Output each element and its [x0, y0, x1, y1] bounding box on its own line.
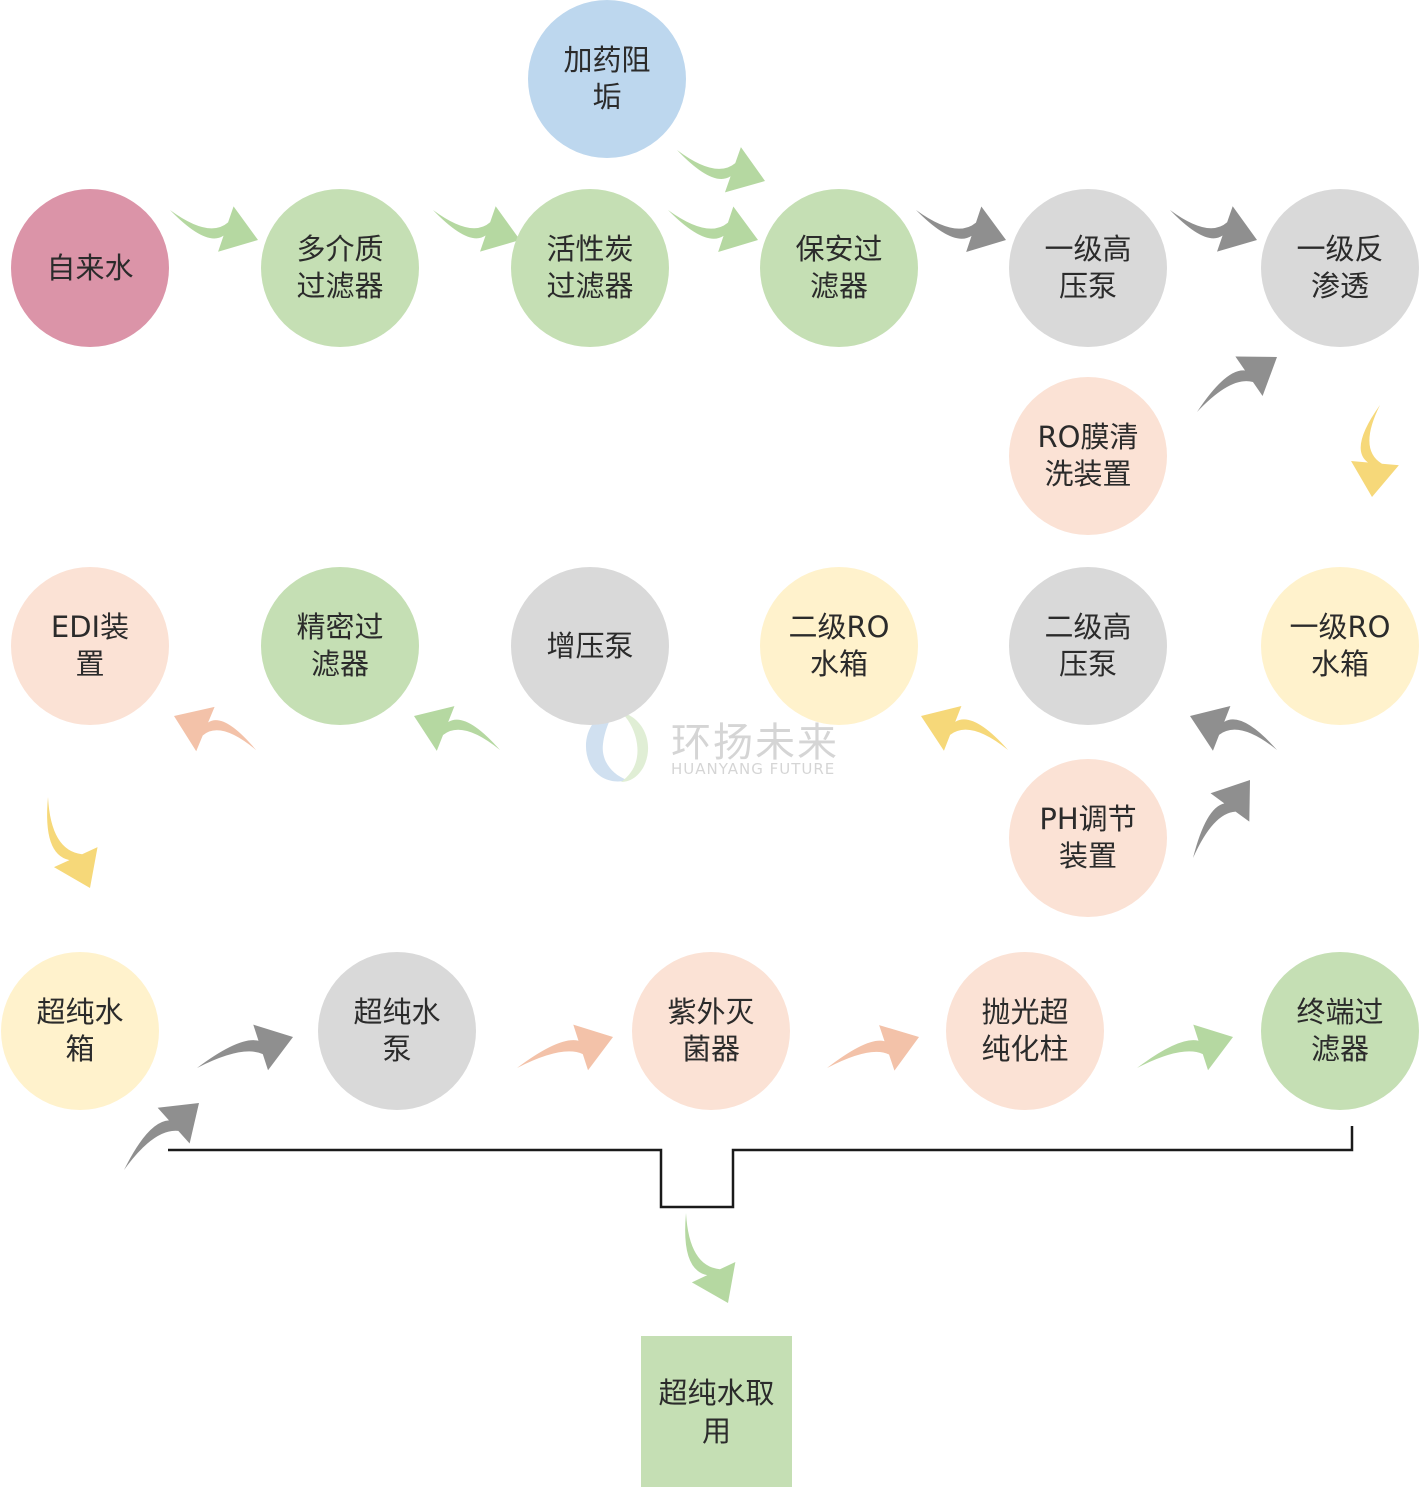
flow-arrow [921, 706, 1008, 751]
huanyang-logo-icon [585, 710, 649, 782]
node-label: 活性炭过滤器 [546, 232, 634, 303]
node-carbon-filter: 活性炭过滤器 [511, 189, 669, 347]
flow-arrow [668, 206, 758, 253]
flow-arrow [1193, 780, 1250, 858]
flow-arrow [685, 1213, 736, 1303]
node-stage1-ro-tank: 一级RO水箱 [1261, 567, 1419, 725]
node-stage1-hp-pump: 一级高压泵 [1009, 189, 1167, 347]
node-precision-filter: 精密过滤器 [261, 567, 419, 725]
node-booster-pump: 增压泵 [511, 567, 669, 725]
node-label: 一级高压泵 [1044, 232, 1132, 303]
output-box: 超纯水取用 [641, 1336, 792, 1487]
flow-arrow [1197, 356, 1277, 412]
flow-arrow [916, 206, 1006, 253]
node-label: RO膜清洗装置 [1037, 420, 1139, 491]
node-security-filter: 保安过滤器 [760, 189, 918, 347]
node-upw-pump: 超纯水泵 [318, 952, 476, 1110]
node-uv-sterilizer: 紫外灭菌器 [632, 952, 790, 1110]
flow-arrow [1190, 706, 1277, 751]
node-ro-cleaning: RO膜清洗装置 [1009, 377, 1167, 535]
flow-arrow [1351, 405, 1399, 497]
flow-arrow [1170, 206, 1257, 252]
node-label: 超纯水箱 [36, 995, 124, 1066]
flow-arrow [1137, 1024, 1233, 1071]
node-stage1-ro: 一级反渗透 [1261, 189, 1419, 347]
node-label: 精密过滤器 [296, 610, 384, 681]
node-upw-tank: 超纯水箱 [1, 952, 159, 1110]
node-label: 保安过滤器 [795, 232, 883, 303]
flow-arrow [517, 1024, 613, 1071]
node-multimedia-filter: 多介质过滤器 [261, 189, 419, 347]
node-label: 抛光超纯化柱 [981, 995, 1069, 1066]
flow-arrow [677, 147, 765, 193]
flow-arrow [174, 706, 256, 752]
node-label: 二级RO水箱 [788, 610, 890, 681]
node-label: 紫外灭菌器 [667, 995, 755, 1066]
node-label: 超纯水泵 [353, 995, 441, 1066]
node-label: 加药阻垢 [563, 43, 651, 114]
node-stage2-ro-tank: 二级RO水箱 [760, 567, 918, 725]
node-label: 自来水 [46, 250, 134, 285]
watermark-en: HUANYANG FUTURE [671, 760, 836, 778]
flow-arrow [197, 1024, 293, 1071]
watermark: 环扬未来 HUANYANG FUTURE [575, 704, 865, 786]
node-label: PH调节装置 [1039, 802, 1137, 873]
flow-arrow [827, 1025, 919, 1071]
watermark-cn: 环扬未来 [671, 720, 839, 766]
node-label: 一级RO水箱 [1289, 610, 1391, 681]
return-pipe-line [168, 1126, 1354, 1209]
node-tap-water: 自来水 [11, 189, 169, 347]
output-label: 超纯水取用 [658, 1375, 775, 1448]
node-ph-adjust: PH调节装置 [1009, 759, 1167, 917]
flow-arrow [414, 706, 500, 751]
node-edi-unit: EDI装置 [11, 567, 169, 725]
node-terminal-filter: 终端过滤器 [1261, 952, 1419, 1110]
node-label: 二级高压泵 [1044, 610, 1132, 681]
node-label: EDI装置 [50, 610, 130, 681]
node-label: 一级反渗透 [1296, 232, 1384, 303]
node-dosing-antiscalant: 加药阻垢 [528, 0, 686, 158]
flow-arrow [47, 797, 98, 888]
flow-arrow [433, 206, 520, 252]
flow-arrow [170, 206, 258, 252]
node-polishing-column: 抛光超纯化柱 [946, 952, 1104, 1110]
node-label: 终端过滤器 [1296, 995, 1384, 1066]
flow-arrow [124, 1103, 199, 1170]
node-stage2-hp-pump: 二级高压泵 [1009, 567, 1167, 725]
node-label: 多介质过滤器 [296, 232, 384, 303]
node-label: 增压泵 [546, 628, 634, 663]
